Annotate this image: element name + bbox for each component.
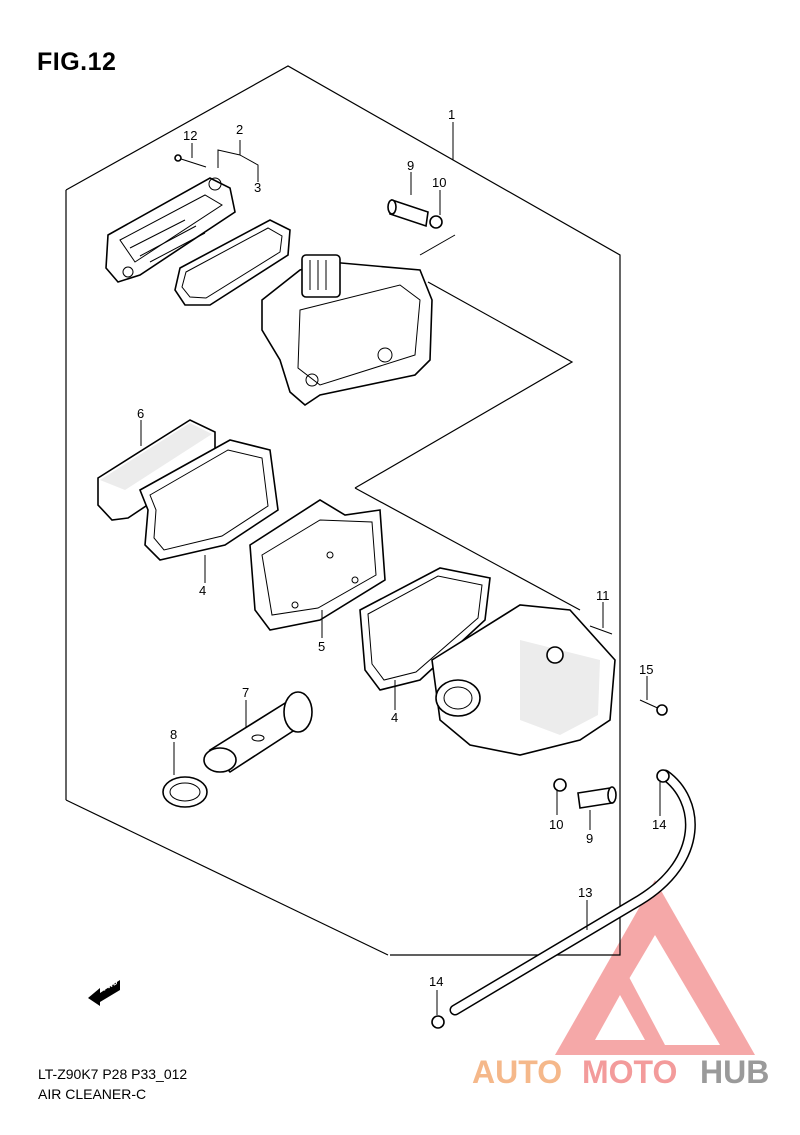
callout-3: 3 <box>254 180 261 195</box>
callout-10-upper: 10 <box>432 175 446 190</box>
gasket-4-upper <box>138 439 279 561</box>
callout-2: 2 <box>236 122 243 137</box>
callout-4-upper: 4 <box>199 583 206 598</box>
section-name: AIR CLEANER-C <box>38 1086 147 1102</box>
clip-10-upper <box>429 215 443 229</box>
watermark-logo-icon <box>555 880 755 1055</box>
drain-hose <box>449 769 696 1016</box>
callout-12: 12 <box>183 128 197 143</box>
callout-7: 7 <box>242 685 249 700</box>
hose-clamp <box>162 776 208 808</box>
air-cleaner-cover <box>105 177 236 283</box>
case-lower <box>431 604 616 756</box>
callout-5: 5 <box>318 639 325 654</box>
callout-1: 1 <box>448 107 455 122</box>
pin-9-lower <box>577 786 617 809</box>
watermark-auto: AUTO <box>472 1054 562 1090</box>
fwd-arrow-icon: FWD <box>88 979 120 1006</box>
screw-11 <box>589 625 613 635</box>
watermark-text: AUTO MOTO HUB <box>472 1054 769 1090</box>
element-holder <box>249 499 386 631</box>
screw-12 <box>174 154 207 168</box>
clip-10-lower <box>553 778 567 792</box>
callout-15: 15 <box>639 662 653 677</box>
hose-clip-14-upper <box>656 769 670 783</box>
case-upper <box>261 254 433 407</box>
watermark-moto: MOTO <box>582 1054 677 1090</box>
callout-14-upper: 14 <box>652 817 666 832</box>
cover-seal <box>174 219 291 306</box>
intake-pipe <box>203 691 313 774</box>
callout-9-lower: 9 <box>586 831 593 846</box>
callout-11: 11 <box>596 588 610 603</box>
callout-14-lower: 14 <box>429 974 443 989</box>
pin-9-upper <box>387 198 429 228</box>
callout-9-upper: 9 <box>407 158 414 173</box>
hose-clip-14-lower <box>431 1015 445 1029</box>
watermark-hub: HUB <box>700 1054 769 1090</box>
callout-8: 8 <box>170 727 177 742</box>
model-code: LT-Z90K7 P28 P33_012 <box>38 1066 188 1082</box>
callout-4-lower: 4 <box>391 710 398 725</box>
leader-lines <box>140 122 661 1015</box>
figure-title: FIG.12 <box>37 48 117 76</box>
callout-10-lower: 10 <box>549 817 563 832</box>
callout-13: 13 <box>578 885 592 900</box>
bolt-15 <box>639 699 668 716</box>
callout-6: 6 <box>137 406 144 421</box>
